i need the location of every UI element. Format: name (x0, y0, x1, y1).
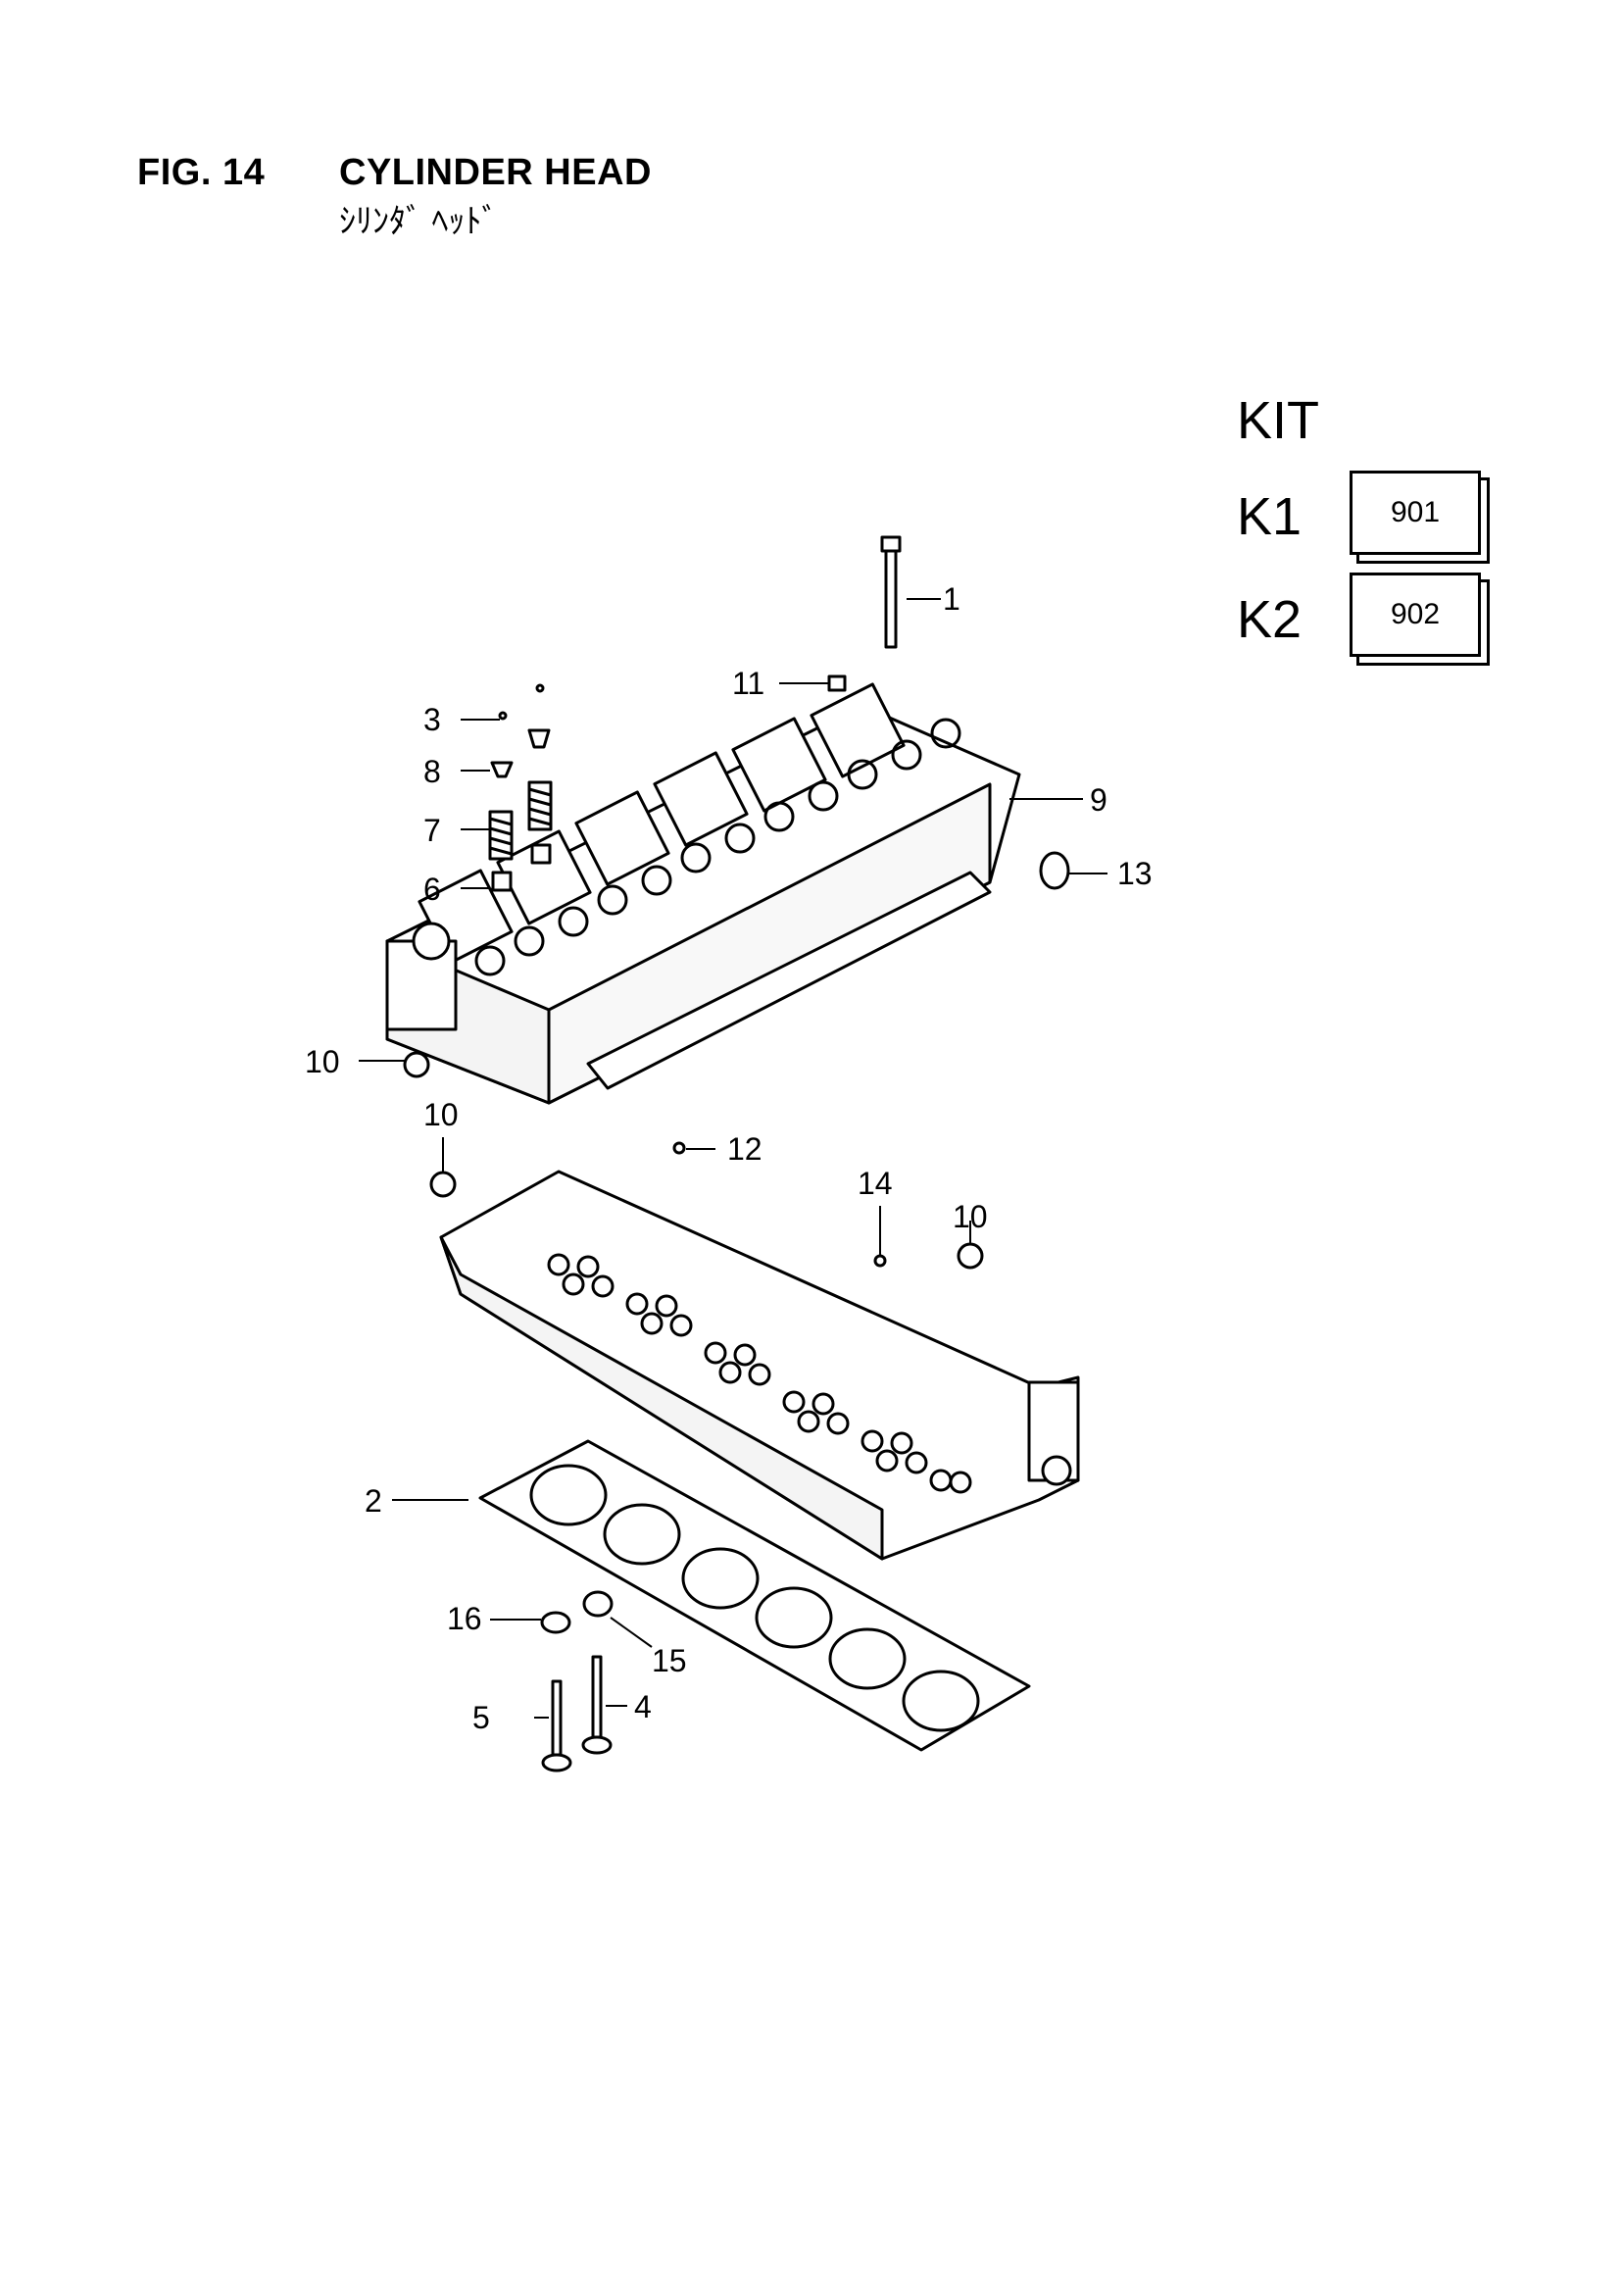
figure-number: FIG. 14 (137, 152, 266, 193)
callout-6: 6 (423, 872, 441, 907)
cylinder-head-lower (439, 1170, 1080, 1561)
figure-subtitle: ｼﾘﾝﾀﾞ ﾍｯﾄﾞ (339, 203, 499, 240)
callout-12: 12 (727, 1131, 762, 1167)
part-2-head-gasket (478, 1439, 1031, 1752)
part-1-head-bolt (880, 535, 902, 649)
callout-15: 15 (652, 1643, 687, 1678)
callout-8: 8 (423, 754, 441, 789)
valve-spring-parts (488, 683, 553, 892)
part-16-seal (540, 1611, 571, 1634)
part-10-plug-a (403, 1051, 430, 1078)
part-14-dowel (873, 1254, 887, 1268)
callout-4: 4 (634, 1689, 652, 1724)
callout-2: 2 (365, 1483, 382, 1519)
callout-3: 3 (423, 702, 441, 737)
callout-10-right: 10 (953, 1199, 988, 1234)
callout-9: 9 (1090, 782, 1107, 818)
figure-title: CYLINDER HEAD (339, 152, 652, 193)
callout-labels: 1 2 3 4 5 6 7 8 9 10 10 10 11 12 13 14 1… (305, 581, 1153, 1735)
part-5-valve (541, 1679, 572, 1772)
part-4-valve (581, 1655, 613, 1755)
kit-k1-code-box: 901 (1350, 471, 1481, 555)
callout-13: 13 (1117, 856, 1153, 891)
callout-10-left: 10 (305, 1044, 340, 1079)
callout-10-middle: 10 (423, 1097, 459, 1132)
kit-k1-label: K1 (1237, 487, 1303, 546)
kit-title: KIT (1237, 391, 1320, 450)
cylinder-head-upper (385, 682, 1021, 1105)
part-10-plug-c (957, 1242, 984, 1270)
part-11-plug (827, 674, 847, 692)
part-13-seal-ring (1039, 851, 1070, 890)
part-12-pin (672, 1141, 686, 1155)
kit-k2-label: K2 (1237, 590, 1303, 649)
callout-11: 11 (732, 666, 764, 701)
callout-1: 1 (943, 581, 960, 617)
callout-16: 16 (447, 1601, 482, 1636)
part-15-seal (582, 1590, 614, 1618)
callout-14: 14 (858, 1166, 893, 1201)
callout-7: 7 (423, 813, 441, 848)
kit-k2-code-box: 902 (1350, 573, 1481, 657)
part-10-plug-b (429, 1171, 457, 1198)
leader-lines (359, 598, 1107, 1719)
callout-5: 5 (472, 1700, 490, 1735)
